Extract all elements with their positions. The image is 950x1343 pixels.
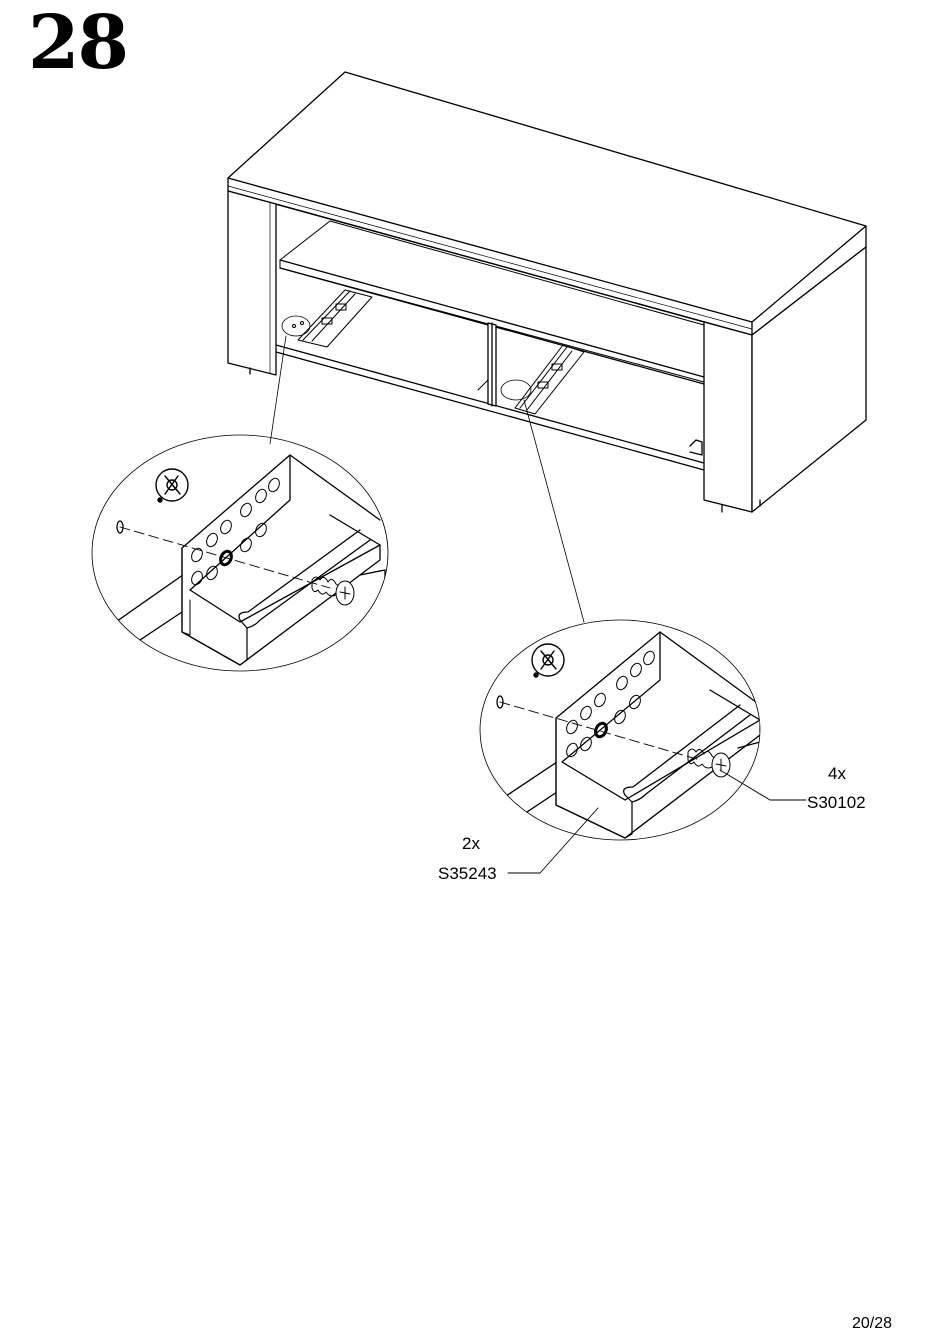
phillips-screwdriver-icon <box>532 644 564 677</box>
detail-view-1 <box>90 435 388 671</box>
rail-quantity: 2x <box>462 834 480 853</box>
page-counter: 20/28 <box>852 1315 892 1333</box>
screw-part-code: S30102 <box>807 793 866 812</box>
phillips-screwdriver-icon <box>156 469 188 502</box>
detail-view-2 <box>480 620 760 840</box>
callout-marker-right <box>501 380 531 400</box>
screw-quantity: 4x <box>828 764 846 783</box>
tv-cabinet <box>228 72 866 512</box>
rail-part-code: S35243 <box>438 864 497 883</box>
rail-left-installed <box>293 290 373 347</box>
